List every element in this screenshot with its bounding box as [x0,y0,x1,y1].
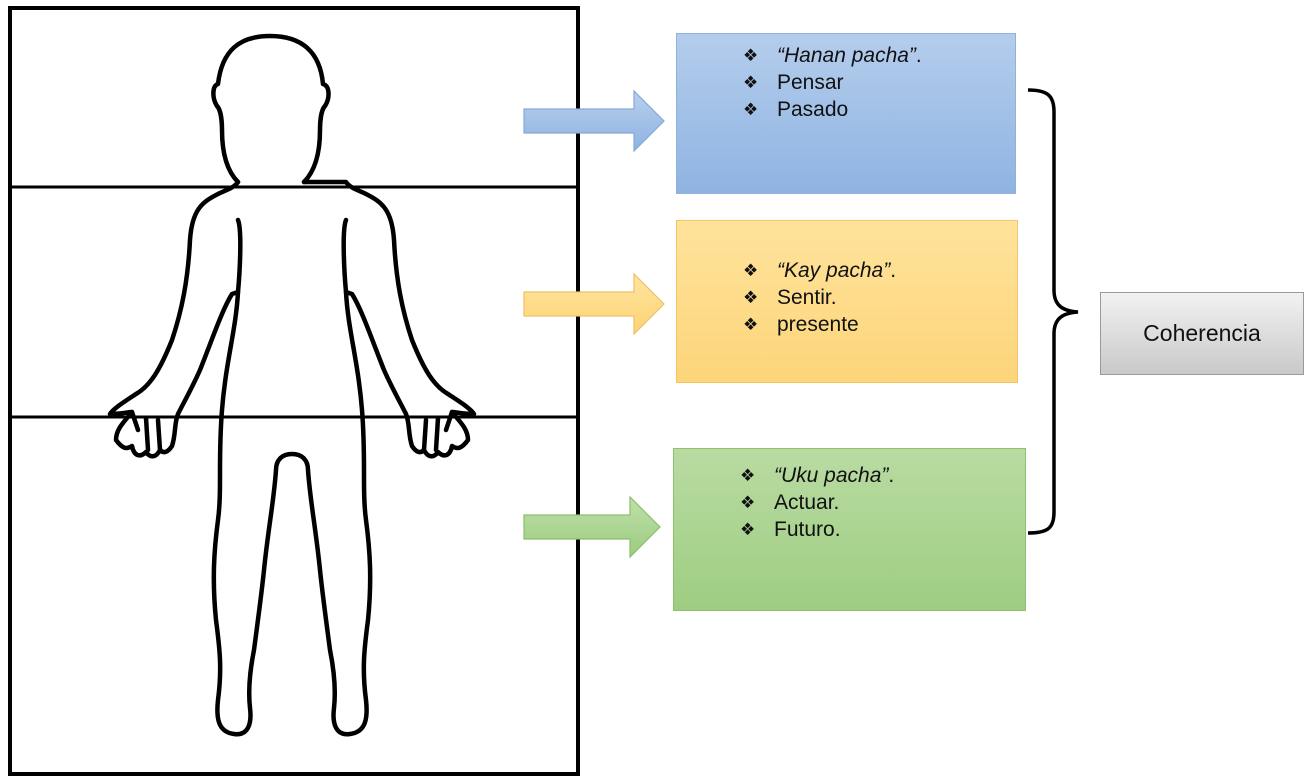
summary-box-coherencia: Coherencia [1100,292,1304,375]
diamond-bullet-icon: ❖ [740,462,774,489]
diamond-bullet-icon: ❖ [743,96,777,123]
diamond-bullet-icon: ❖ [743,311,777,338]
zone-box-uku: ❖ “Uku pacha”. ❖ Actuar. ❖ Futuro. [673,448,1026,611]
list-item: ❖ Pensar [743,69,922,96]
right-brace [1028,90,1078,533]
diamond-bullet-icon: ❖ [743,284,777,311]
item-text: Pensar [777,69,844,96]
item-text: “Uku pacha” [774,462,888,489]
item-text: Actuar. [774,489,839,516]
zone-list-kay: ❖ “Kay pacha”. ❖ Sentir. ❖ presente [743,257,896,338]
item-text: Sentir. [777,284,837,311]
item-suffix: . [916,42,922,69]
summary-label: Coherencia [1143,320,1261,347]
list-item: ❖ Sentir. [743,284,896,311]
diamond-bullet-icon: ❖ [743,257,777,284]
list-item: ❖ Futuro. [740,516,894,543]
list-item: ❖ “Uku pacha”. [740,462,894,489]
item-suffix: . [888,462,894,489]
diamond-bullet-icon: ❖ [740,489,774,516]
list-item: ❖ presente [743,311,896,338]
arrow-middle [524,274,664,334]
zone-box-hanan: ❖ “Hanan pacha”. ❖ Pensar ❖ Pasado [676,33,1016,194]
list-item: ❖ Actuar. [740,489,894,516]
item-text: Pasado [777,96,848,123]
list-item: ❖ “Hanan pacha”. [743,42,922,69]
diamond-bullet-icon: ❖ [740,516,774,543]
zone-list-hanan: ❖ “Hanan pacha”. ❖ Pensar ❖ Pasado [743,42,922,123]
arrow-top [524,91,664,151]
zone-box-kay: ❖ “Kay pacha”. ❖ Sentir. ❖ presente [676,220,1018,383]
list-item: ❖ Pasado [743,96,922,123]
item-text: “Hanan pacha” [777,42,916,69]
diamond-bullet-icon: ❖ [743,69,777,96]
list-item: ❖ “Kay pacha”. [743,257,896,284]
diamond-bullet-icon: ❖ [743,42,777,69]
item-suffix: . [890,257,896,284]
item-text: Futuro. [774,516,841,543]
arrow-bottom [524,497,660,557]
item-text: “Kay pacha” [777,257,890,284]
item-text: presente [777,311,859,338]
zone-list-uku: ❖ “Uku pacha”. ❖ Actuar. ❖ Futuro. [740,462,894,543]
